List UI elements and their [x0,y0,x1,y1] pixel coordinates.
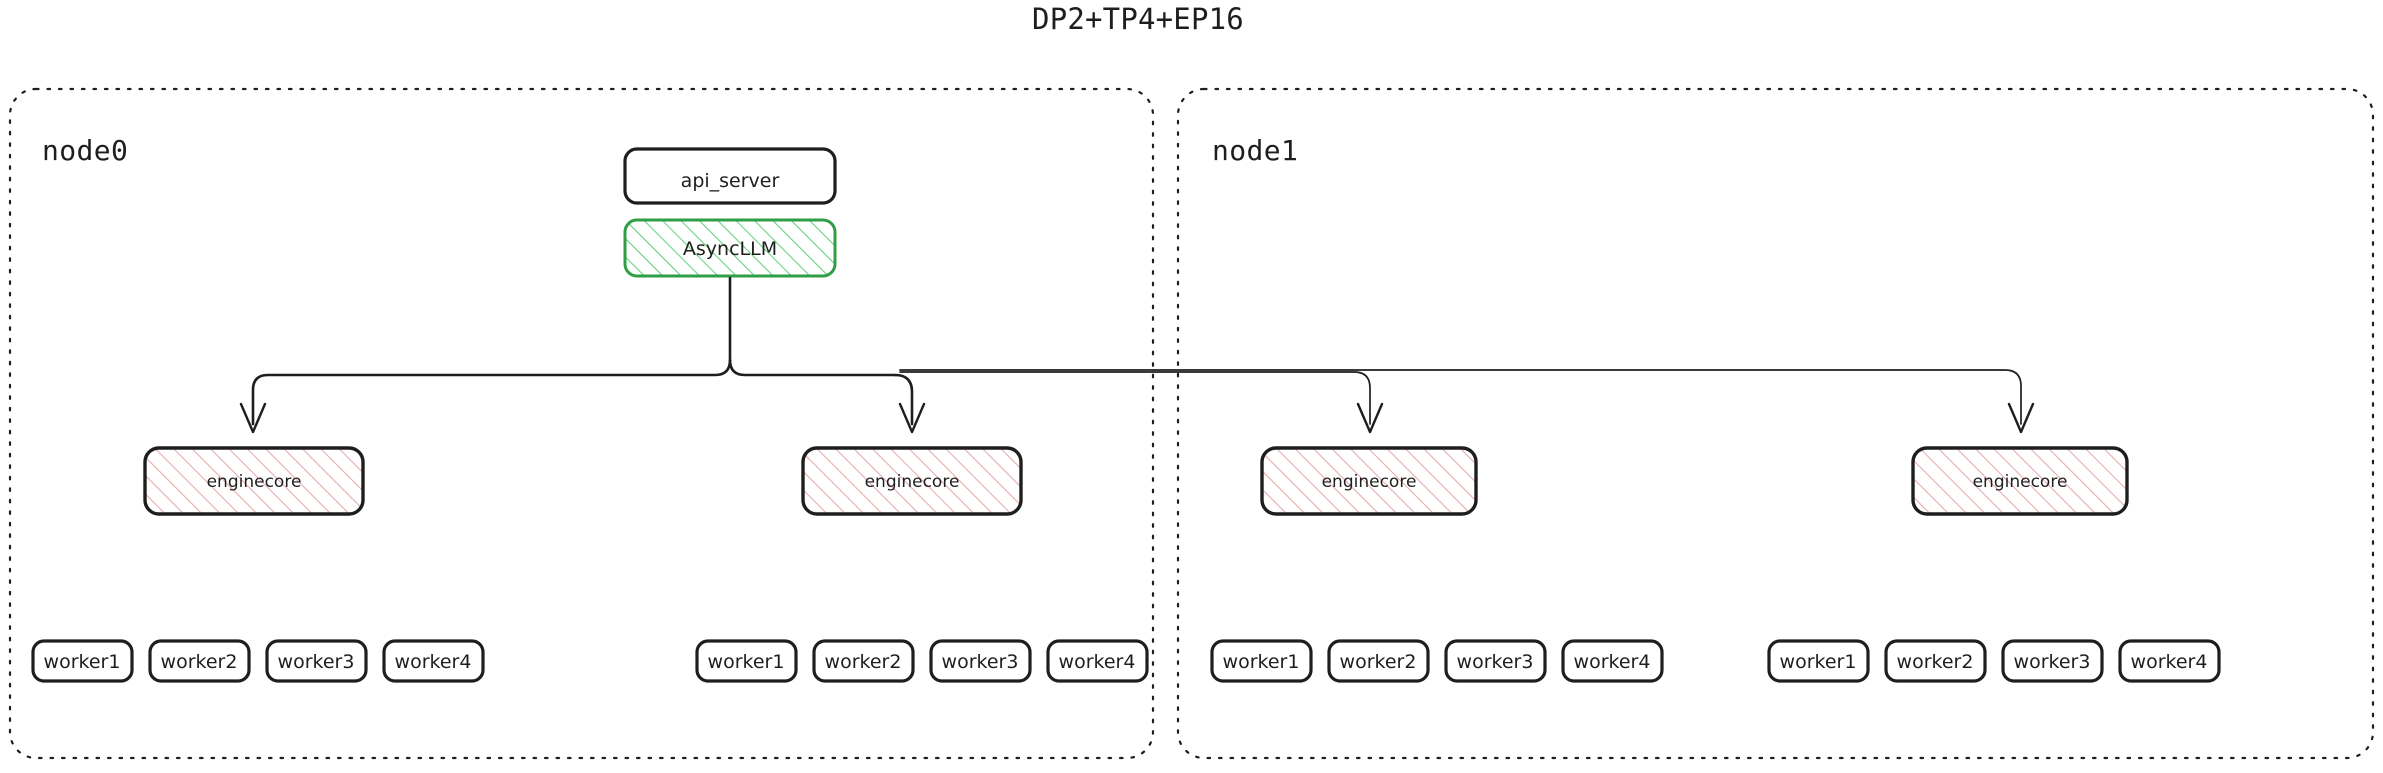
enginecore-fill [803,448,1021,514]
enginecore-fill [1262,448,1476,514]
worker-label: worker1 [708,651,785,673]
worker-label: worker1 [1780,651,1857,673]
worker-label: worker3 [942,651,1019,673]
arrowhead-engine1 [898,402,926,434]
node-label-node0: node0 [42,134,128,167]
enginecore-label: enginecore [865,472,960,492]
enginecore-fill [1913,448,2127,514]
async-llm-box[interactable] [623,218,837,278]
node-container-node0 [8,87,1155,760]
api-server-box[interactable] [623,147,837,205]
worker-label: worker4 [1574,651,1651,673]
worker-box[interactable] [382,639,485,683]
worker-label: worker3 [1457,651,1534,673]
worker-box[interactable] [148,639,251,683]
worker-box[interactable] [1327,639,1430,683]
worker-box[interactable] [1444,639,1547,683]
enginecore-fill [145,448,363,514]
worker-box[interactable] [2118,639,2221,683]
enginecore-label: enginecore [207,472,302,492]
async-llm-fill [625,220,835,276]
edge-asyncllm-trunk-right [728,276,897,377]
worker-label: worker4 [395,651,472,673]
worker-box[interactable] [695,639,798,683]
edge-bus-to-engine3 [899,369,2022,425]
arrowhead-engine0 [239,402,267,434]
api-server-label: api_server [681,170,780,192]
edge-bus-to-engine2 [899,371,1371,425]
worker-box[interactable] [265,639,368,683]
worker-label: worker4 [1059,651,1136,673]
edge-bus-to-engine1 [893,373,914,426]
worker-box[interactable] [1210,639,1313,683]
worker-label: worker3 [278,651,355,673]
worker-label: worker2 [825,651,902,673]
worker-label: worker1 [44,651,121,673]
worker-box[interactable] [31,639,134,683]
enginecore-box-node1-0[interactable] [1260,446,1478,516]
worker-box[interactable] [1884,639,1987,683]
edge-asyncllm-to-engine0 [251,358,732,426]
worker-box[interactable] [1046,639,1149,683]
worker-box[interactable] [812,639,915,683]
node-label-node1: node1 [1212,134,1298,167]
enginecore-label: enginecore [1973,472,2068,492]
worker-label: worker2 [161,651,238,673]
page-title: DP2+TP4+EP16 [1032,2,1244,36]
worker-label: worker3 [2014,651,2091,673]
worker-label: worker1 [1223,651,1300,673]
worker-label: worker4 [2131,651,2208,673]
enginecore-box-node1-1[interactable] [1911,446,2129,516]
arrowhead-engine3 [2007,402,2035,434]
async-llm-label: AsyncLLM [683,238,777,260]
worker-box[interactable] [1561,639,1664,683]
enginecore-box-node0-0[interactable] [143,446,365,516]
worker-box[interactable] [929,639,1032,683]
worker-label: worker2 [1340,651,1417,673]
enginecore-box-node0-1[interactable] [801,446,1023,516]
worker-box[interactable] [1767,639,1870,683]
worker-label: worker2 [1897,651,1974,673]
enginecore-label: enginecore [1322,472,1417,492]
arrowhead-engine2 [1356,402,1384,434]
worker-box[interactable] [2001,639,2104,683]
